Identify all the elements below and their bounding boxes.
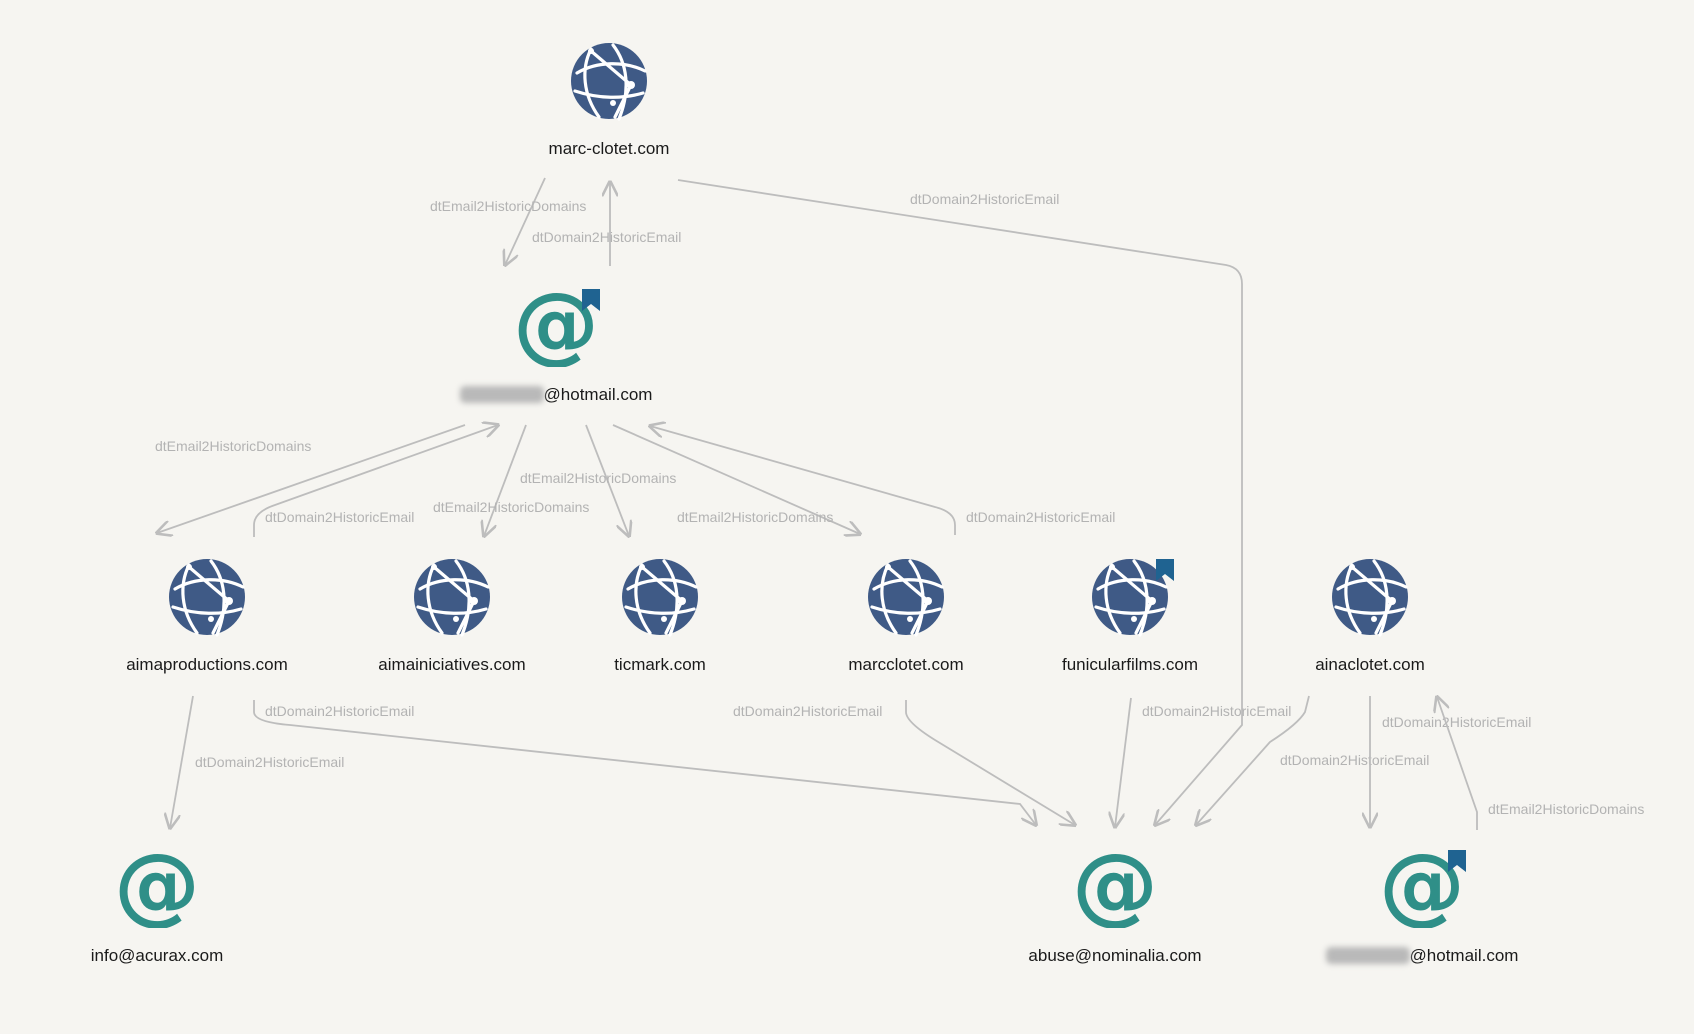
edge-aimaproductions-to-acurax[interactable]: dtDomain2HistoricEmail bbox=[170, 695, 344, 828]
at-icon[interactable]: @ bbox=[1072, 835, 1158, 935]
node-label: abuse@nominalia.com bbox=[915, 946, 1315, 966]
edge-label: dtDomain2HistoricEmail bbox=[265, 703, 414, 719]
edge-line[interactable] bbox=[505, 177, 546, 265]
node-label: aimainiciatives.com bbox=[252, 655, 652, 675]
edge-line[interactable] bbox=[1196, 695, 1310, 825]
at-icon[interactable]: @ bbox=[114, 835, 200, 935]
edge-label: dtDomain2HistoricEmail bbox=[1142, 703, 1291, 719]
bookmark-icon bbox=[1448, 850, 1466, 877]
edge-label: dtDomain2HistoricEmail bbox=[910, 191, 1059, 207]
node-label-text: funicularfilms.com bbox=[1061, 655, 1199, 674]
edge-label: dtDomain2HistoricEmail bbox=[966, 509, 1115, 525]
bookmark-icon bbox=[582, 289, 600, 316]
node-label-text: ainaclotet.com bbox=[1315, 655, 1425, 674]
edge-line[interactable] bbox=[484, 424, 527, 536]
edge-line[interactable] bbox=[1437, 697, 1478, 830]
edge-line[interactable] bbox=[157, 424, 466, 533]
edge-label: dtDomain2HistoricEmail bbox=[265, 509, 414, 525]
node-label: marcclotet.com bbox=[706, 655, 1106, 675]
node-label-text: marc-clotet.com bbox=[548, 139, 670, 158]
edge-hotmail1-to-aimaproductions[interactable]: dtEmail2HistoricDomains bbox=[155, 424, 466, 533]
edge-label: dtEmail2HistoricDomains bbox=[1488, 801, 1644, 817]
node-label: @hotmail.com bbox=[1222, 946, 1622, 966]
edge-marc_clotet-to-nominalia[interactable]: dtDomain2HistoricEmail bbox=[677, 179, 1243, 825]
bookmark-icon bbox=[1156, 559, 1174, 586]
edge-line[interactable] bbox=[585, 424, 629, 536]
edge-line[interactable] bbox=[677, 179, 1243, 825]
node-label: @hotmail.com bbox=[356, 385, 756, 405]
node-label: funicularfilms.com bbox=[930, 655, 1330, 675]
globe-icon[interactable] bbox=[1090, 557, 1170, 637]
node-label: marc-clotet.com bbox=[409, 139, 809, 159]
edge-line[interactable] bbox=[650, 426, 956, 535]
node-label-text: @hotmail.com bbox=[1409, 946, 1519, 965]
edge-label: dtEmail2HistoricDomains bbox=[677, 509, 833, 525]
edge-aimaproductions-to-hotmail1[interactable]: dtDomain2HistoricEmail bbox=[253, 425, 498, 537]
edge-marcclotet-to-nominalia[interactable]: dtDomain2HistoricEmail bbox=[733, 700, 1075, 825]
node-label-text: aimaproductions.com bbox=[126, 655, 288, 674]
edge-hotmail1-to-ticmark[interactable]: dtEmail2HistoricDomains bbox=[520, 424, 676, 536]
node-label-text: aimainiciatives.com bbox=[378, 655, 526, 674]
redacted-text bbox=[459, 386, 544, 403]
redacted-text bbox=[1325, 947, 1410, 964]
edge-hotmail1-to-aimainiciatives[interactable]: dtEmail2HistoricDomains bbox=[433, 424, 589, 536]
edge-marcclotet-to-hotmail1[interactable]: dtDomain2HistoricEmail bbox=[650, 426, 1115, 535]
edge-marc_clotet-to-hotmail1[interactable]: dtEmail2HistoricDomains bbox=[430, 177, 586, 265]
edge-line[interactable] bbox=[253, 425, 498, 537]
edge-line[interactable] bbox=[1115, 697, 1132, 827]
node-label: info@acurax.com bbox=[0, 946, 357, 966]
globe-icon[interactable] bbox=[866, 557, 946, 637]
node-label-text: abuse@nominalia.com bbox=[1028, 946, 1202, 965]
globe-icon[interactable] bbox=[167, 557, 247, 637]
edge-line[interactable] bbox=[905, 700, 1075, 825]
edge-label: dtDomain2HistoricEmail bbox=[1382, 714, 1531, 730]
globe-icon[interactable] bbox=[569, 41, 649, 121]
node-label-text: marcclotet.com bbox=[848, 655, 964, 674]
edge-ainaclotet-to-hotmail2[interactable]: dtDomain2HistoricEmail bbox=[1370, 696, 1531, 827]
node-label: aimaproductions.com bbox=[7, 655, 407, 675]
edge-label: dtEmail2HistoricDomains bbox=[155, 438, 311, 454]
edge-label: dtEmail2HistoricDomains bbox=[520, 470, 676, 486]
edge-label: dtDomain2HistoricEmail bbox=[532, 229, 681, 245]
edge-aimaproductions-to-nominalia[interactable]: dtDomain2HistoricEmail bbox=[253, 700, 1036, 825]
edge-line[interactable] bbox=[170, 695, 194, 828]
edge-hotmail2-to-ainaclotet[interactable]: dtEmail2HistoricDomains bbox=[1437, 697, 1644, 830]
edge-label: dtEmail2HistoricDomains bbox=[430, 198, 586, 214]
globe-icon[interactable] bbox=[412, 557, 492, 637]
edge-label: dtDomain2HistoricEmail bbox=[733, 703, 882, 719]
node-label: ainaclotet.com bbox=[1170, 655, 1570, 675]
edge-label: dtDomain2HistoricEmail bbox=[1280, 752, 1429, 768]
edge-label: dtEmail2HistoricDomains bbox=[433, 499, 589, 515]
globe-icon[interactable] bbox=[1330, 557, 1410, 637]
svg-text:@: @ bbox=[1075, 848, 1155, 928]
edge-line[interactable] bbox=[612, 424, 860, 534]
node-label: ticmark.com bbox=[460, 655, 860, 675]
edge-ainaclotet-to-nominalia[interactable]: dtDomain2HistoricEmail bbox=[1196, 695, 1429, 825]
edge-label: dtDomain2HistoricEmail bbox=[195, 754, 344, 770]
node-label-text: ticmark.com bbox=[614, 655, 706, 674]
edge-funicularfilms-to-nominalia[interactable]: dtDomain2HistoricEmail bbox=[1115, 697, 1291, 827]
globe-icon[interactable] bbox=[620, 557, 700, 637]
node-label-text: @hotmail.com bbox=[543, 385, 653, 404]
edge-hotmail1-to-marcclotet[interactable]: dtEmail2HistoricDomains bbox=[612, 424, 860, 534]
svg-text:@: @ bbox=[117, 848, 197, 928]
edge-hotmail1-to-marc_clotet[interactable]: dtDomain2HistoricEmail bbox=[532, 182, 681, 266]
node-label-text: info@acurax.com bbox=[90, 946, 224, 965]
edge-line[interactable] bbox=[253, 700, 1036, 825]
